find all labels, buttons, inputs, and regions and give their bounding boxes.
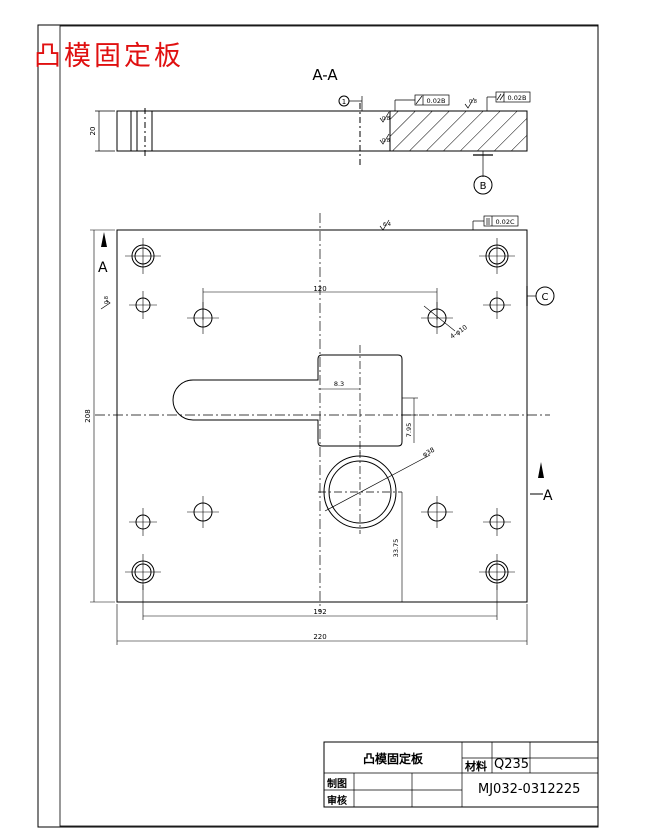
counterbore-hole [125, 238, 161, 274]
dim-notch-offset: 7.95 [405, 423, 413, 437]
roughness-2: 0.8 [382, 116, 390, 122]
roughness-4: 0.8 [104, 296, 110, 304]
roughness-1: 0.8 [469, 99, 477, 105]
screw-hole [421, 496, 453, 528]
view-arrow-left-icon [101, 232, 107, 247]
view-mark-left: A [98, 260, 108, 276]
pin-hole [129, 291, 157, 319]
pin-hole [483, 291, 511, 319]
screw-hole [187, 496, 219, 528]
dimension-lines [90, 229, 528, 645]
title-block-checked-label: 审核 [327, 796, 347, 807]
drawing-title: 凸模固定板 [34, 41, 184, 72]
title-block-material-value: Q235 [494, 757, 530, 772]
roughness-3: 0.8 [382, 138, 390, 144]
title-block-drawn-label: 制图 [327, 779, 347, 790]
plan-view [95, 213, 550, 612]
counterbore-hole [479, 554, 515, 590]
inner-border [59, 25, 599, 827]
datum-circle-c [535, 286, 555, 306]
title-block [323, 741, 599, 808]
roughness-0: 6.4 [383, 222, 391, 228]
dim-height-total: 208 [84, 409, 92, 422]
datum-1-label: 1 [342, 98, 346, 106]
roughness-symbol-icon [464, 97, 475, 109]
dim-notch-width: 8.3 [334, 380, 344, 388]
tol-perpendicular-value: 0.02B [427, 97, 446, 105]
parallel-symbol-icon [496, 93, 502, 101]
hole-group [125, 238, 515, 590]
roughness-symbol-icon [100, 219, 390, 310]
perpendicular-symbol-icon [415, 95, 423, 105]
dim-width-total: 220 [313, 633, 326, 641]
roughness-symbol-icon [379, 111, 390, 145]
view-arrow-right-icon [538, 462, 544, 478]
dim-hole-spacing-x: 192 [313, 608, 326, 616]
section-view [95, 103, 528, 165]
datum-c-label: C [542, 292, 549, 303]
title-block-drawing-no: MJ032-0312225 [478, 782, 581, 797]
tol-parallel-value: 0.02B [508, 94, 527, 102]
pin-hole [129, 508, 157, 536]
datum-b-label: B [480, 181, 487, 192]
datum-circle-b [473, 175, 493, 195]
tol-flatness-value: 0.02C [495, 218, 514, 226]
section-label: A-A [312, 66, 338, 84]
dim-thickness: 20 [89, 127, 97, 136]
counterbore-hole [479, 238, 515, 274]
view-mark-right: A [543, 488, 553, 504]
title-block-part-name: 凸模固定板 [362, 752, 423, 766]
title-block-material-label: 材料 [465, 760, 487, 773]
dim-bore-offset: 33.75 [392, 539, 400, 558]
dim-spacing-top: 120 [313, 285, 326, 293]
pin-hole [483, 508, 511, 536]
counterbore-hole [125, 554, 161, 590]
